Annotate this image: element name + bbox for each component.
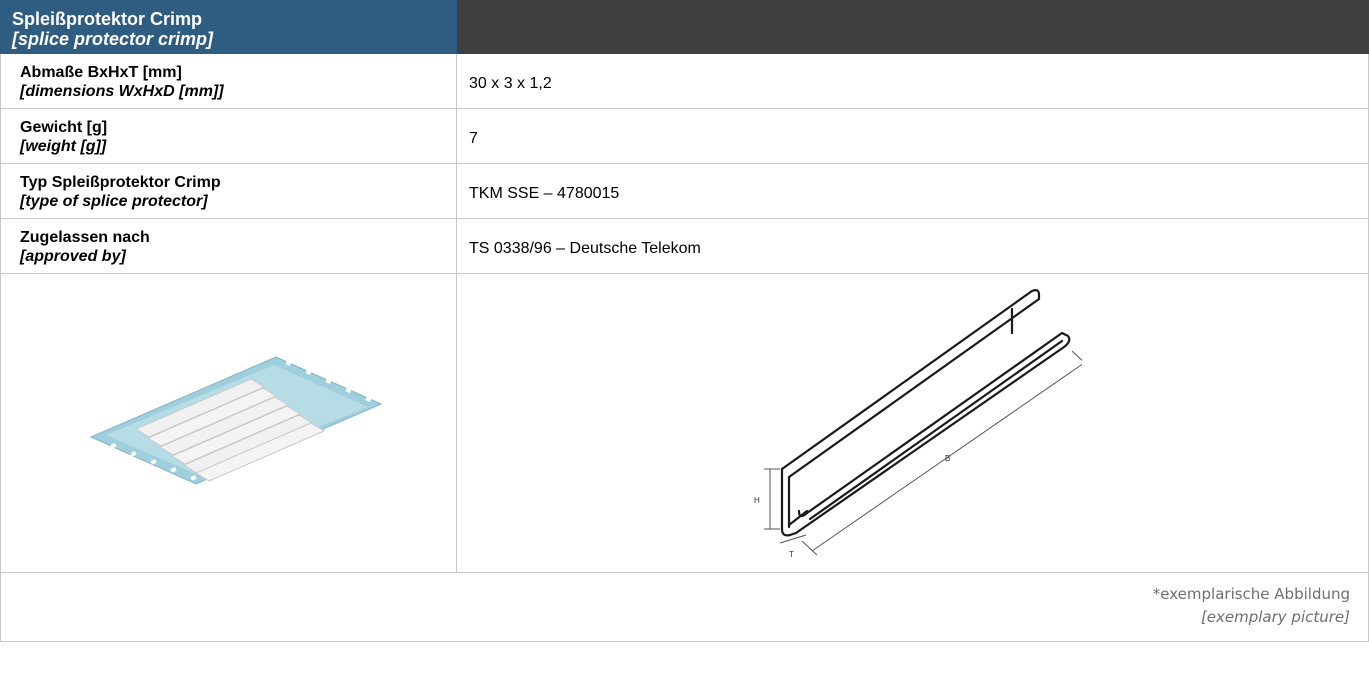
spec-row-type: Typ Spleißprotektor Crimp [type of splic… (0, 163, 1369, 219)
header-row: Spleißprotektor Crimp [splice protector … (0, 0, 1369, 54)
value-cell: TKM SSE – 4780015 (456, 163, 1369, 219)
value-cell: 30 x 3 x 1,2 (456, 53, 1369, 109)
product-photo-cell (0, 273, 457, 573)
spec-row-weight: Gewicht [g] [weight [g]] 7 (0, 108, 1369, 164)
value-cell: 7 (456, 108, 1369, 164)
label-cell: Abmaße BxHxT [mm] [dimensions WxHxD [mm]… (0, 53, 457, 109)
spec-row-approved: Zugelassen nach [approved by] TS 0338/96… (0, 218, 1369, 274)
spec-row-dimensions: Abmaße BxHxT [mm] [dimensions WxHxD [mm]… (0, 53, 1369, 109)
footnote-cell: *exemplarische Abbildung [exemplary pict… (0, 572, 1369, 642)
footnote-de: *exemplarische Abbildung (1152, 585, 1350, 603)
label-cell: Gewicht [g] [weight [g]] (0, 108, 457, 164)
header-title-de: Spleißprotektor Crimp (12, 8, 203, 29)
dim-h-label: H (754, 496, 760, 505)
label-de: Typ Spleißprotektor Crimp (20, 173, 221, 191)
dim-t-label: T (789, 550, 794, 559)
header-title-en: [splice protector crimp] (12, 28, 214, 49)
header-dark-cell (456, 0, 1369, 54)
label-en: [dimensions WxHxD [mm]] (20, 82, 224, 100)
header-title-cell: Spleißprotektor Crimp [splice protector … (0, 0, 457, 54)
label-de: Zugelassen nach (20, 228, 150, 246)
dimension-drawing: B H T (754, 289, 1082, 559)
footnote-row: *exemplarische Abbildung [exemplary pict… (0, 572, 1369, 642)
label-de: Gewicht [g] (20, 118, 108, 136)
value-cell: TS 0338/96 – Deutsche Telekom (456, 218, 1369, 274)
label-cell: Zugelassen nach [approved by] (0, 218, 457, 274)
dim-b-label: B (945, 454, 950, 463)
label-de: Abmaße BxHxT [mm] (20, 63, 182, 81)
spec-table: Spleißprotektor Crimp [splice protector … (0, 0, 1369, 642)
splice-protector-photo (89, 356, 383, 485)
image-row: B H T (0, 273, 1369, 573)
label-en: [approved by] (20, 247, 126, 265)
label-en: [weight [g]] (20, 137, 107, 155)
label-en: [type of splice protector] (20, 192, 208, 210)
label-cell: Typ Spleißprotektor Crimp [type of splic… (0, 163, 457, 219)
dimension-drawing-cell: B H T (456, 273, 1369, 573)
footnote-en: [exemplary picture] (1200, 608, 1350, 626)
